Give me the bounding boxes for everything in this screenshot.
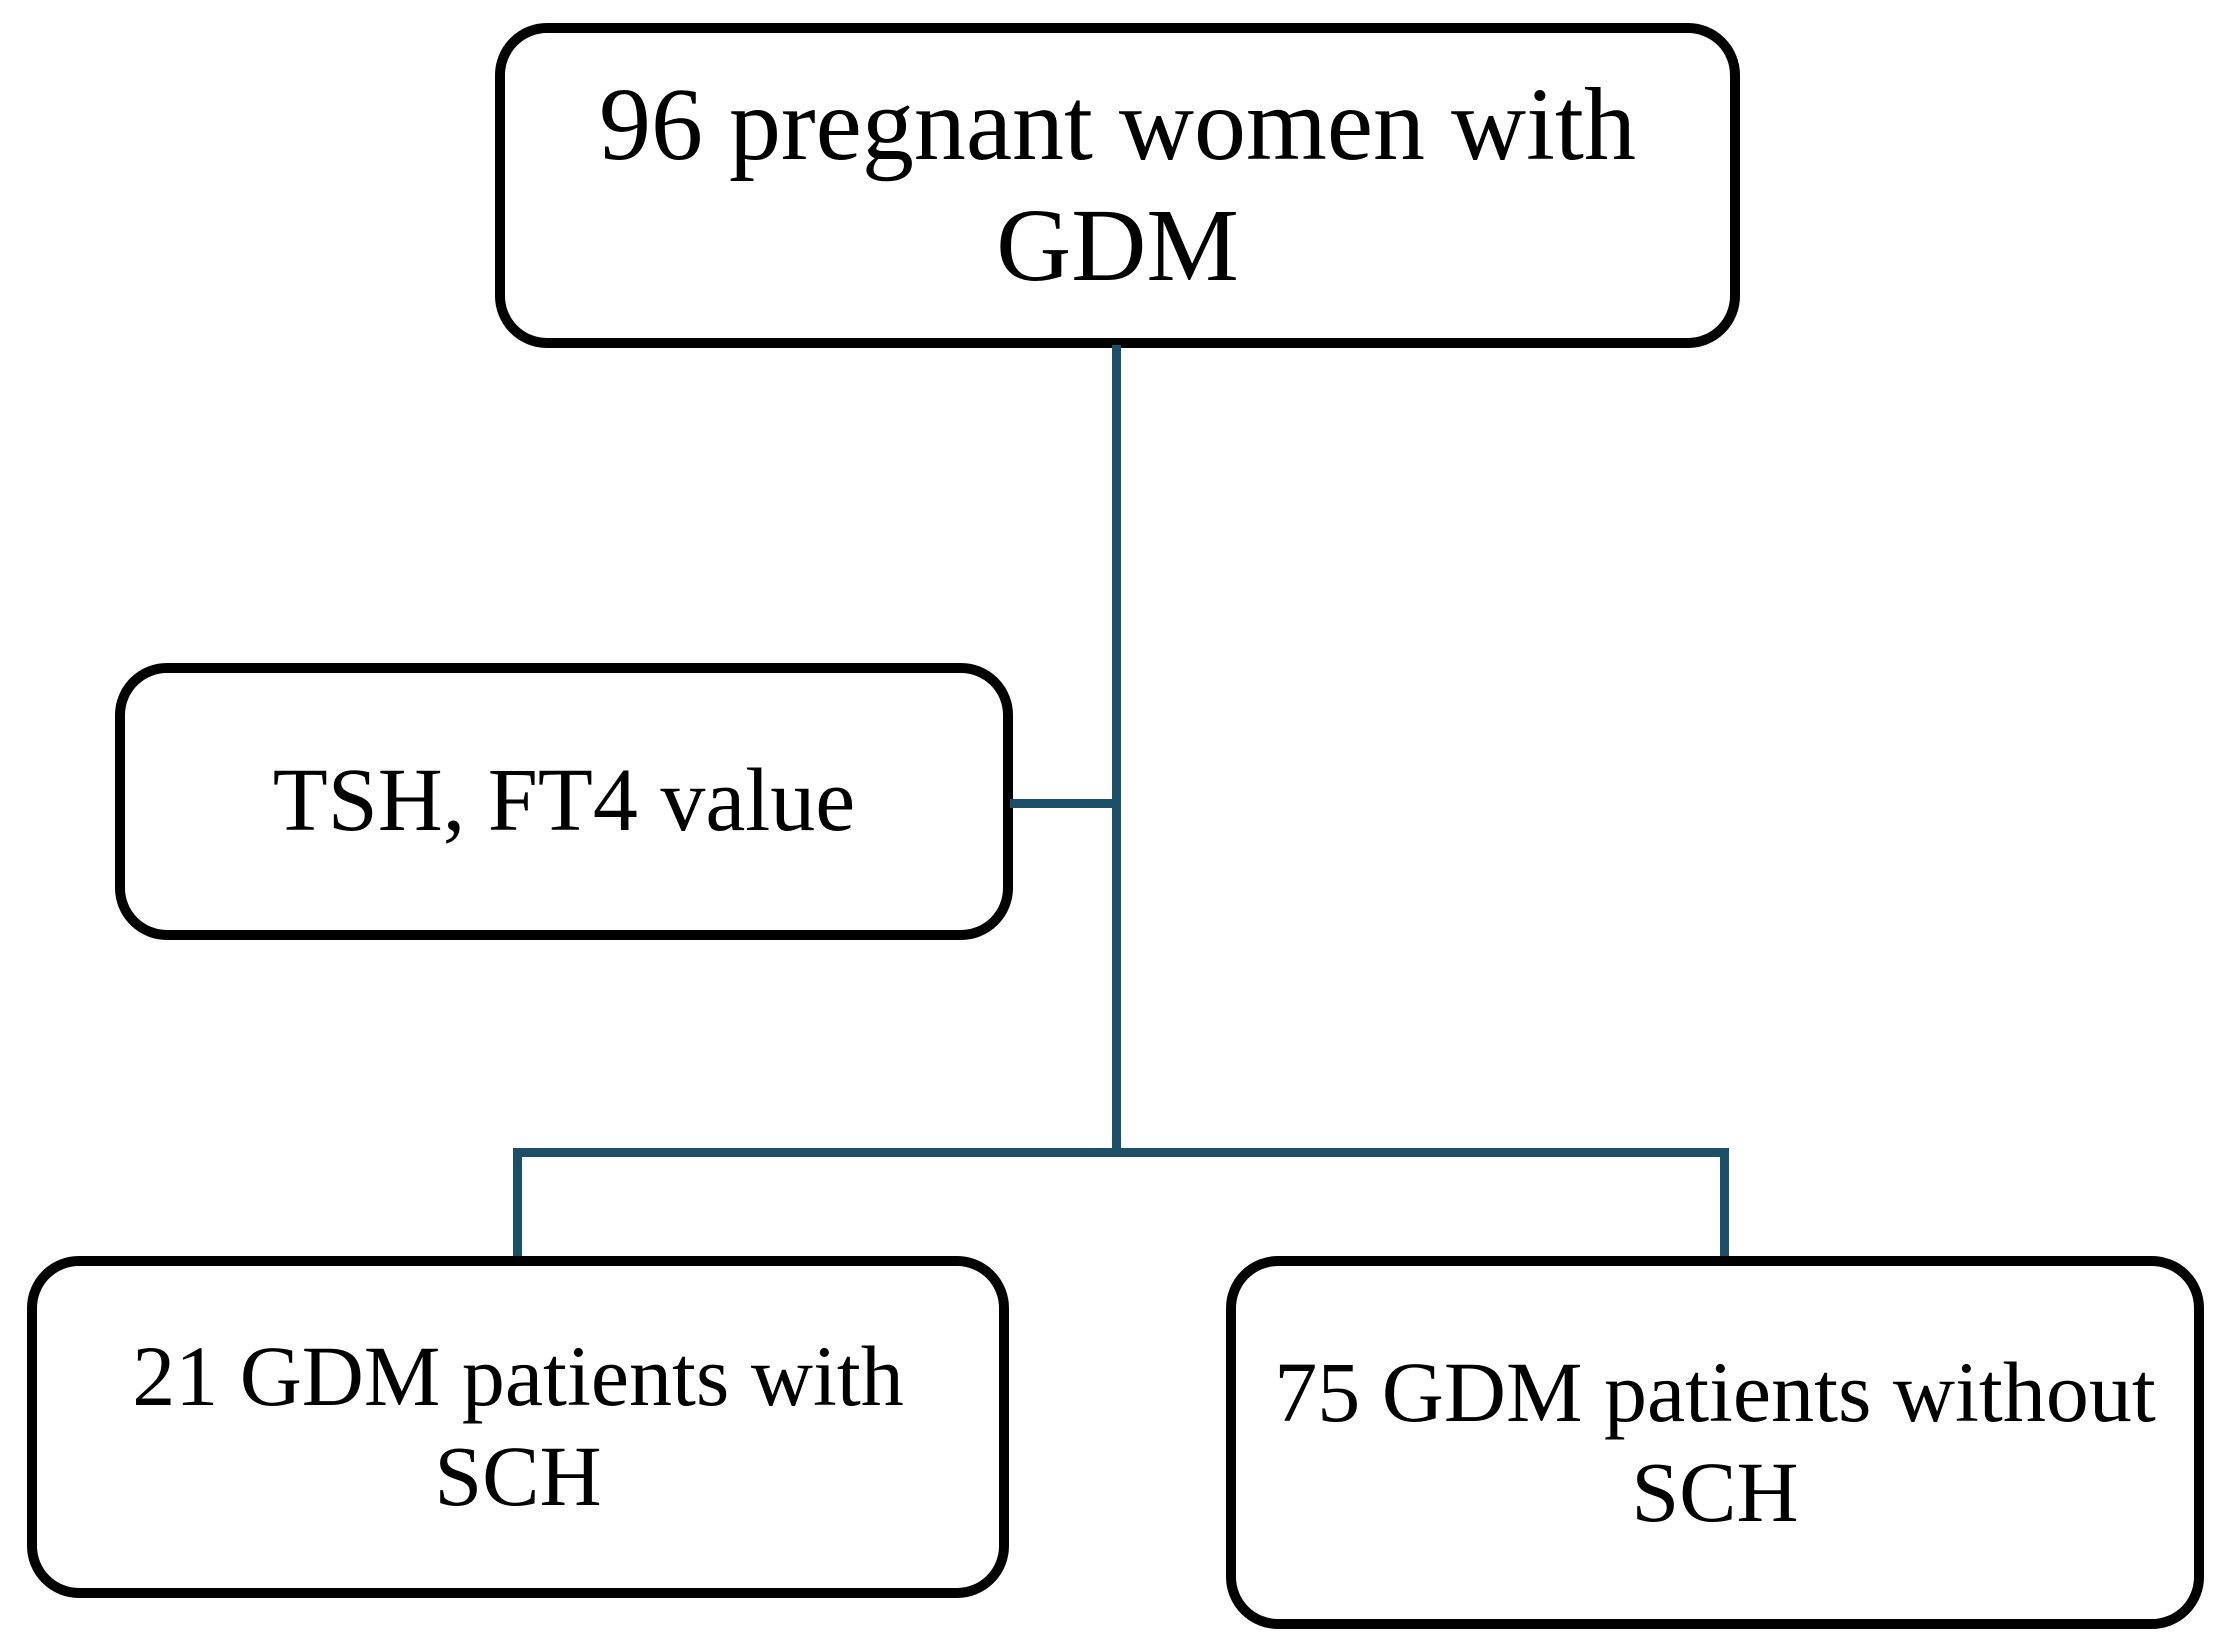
node-with-sch: 21 GDM patients with SCH [27, 1256, 1009, 1598]
node-without-sch-label: 75 GDM patients without SCH [1274, 1343, 2156, 1540]
connector-branch-horizontal [513, 1148, 1729, 1157]
node-root-label: 96 pregnant women with GDM [599, 66, 1636, 303]
node-without-sch: 75 GDM patients without SCH [1226, 1256, 2204, 1629]
node-measurement: TSH, FT4 value [115, 663, 1013, 940]
node-with-sch-label: 21 GDM patients with SCH [132, 1328, 904, 1524]
connector-trunk-vertical [1112, 345, 1121, 1157]
connector-branch-drop-right [1720, 1148, 1729, 1258]
connector-branch-drop-left [513, 1148, 522, 1258]
node-measurement-label: TSH, FT4 value [272, 751, 856, 851]
connector-measurement-horizontal [1010, 799, 1116, 808]
node-root: 96 pregnant women with GDM [495, 23, 1740, 348]
